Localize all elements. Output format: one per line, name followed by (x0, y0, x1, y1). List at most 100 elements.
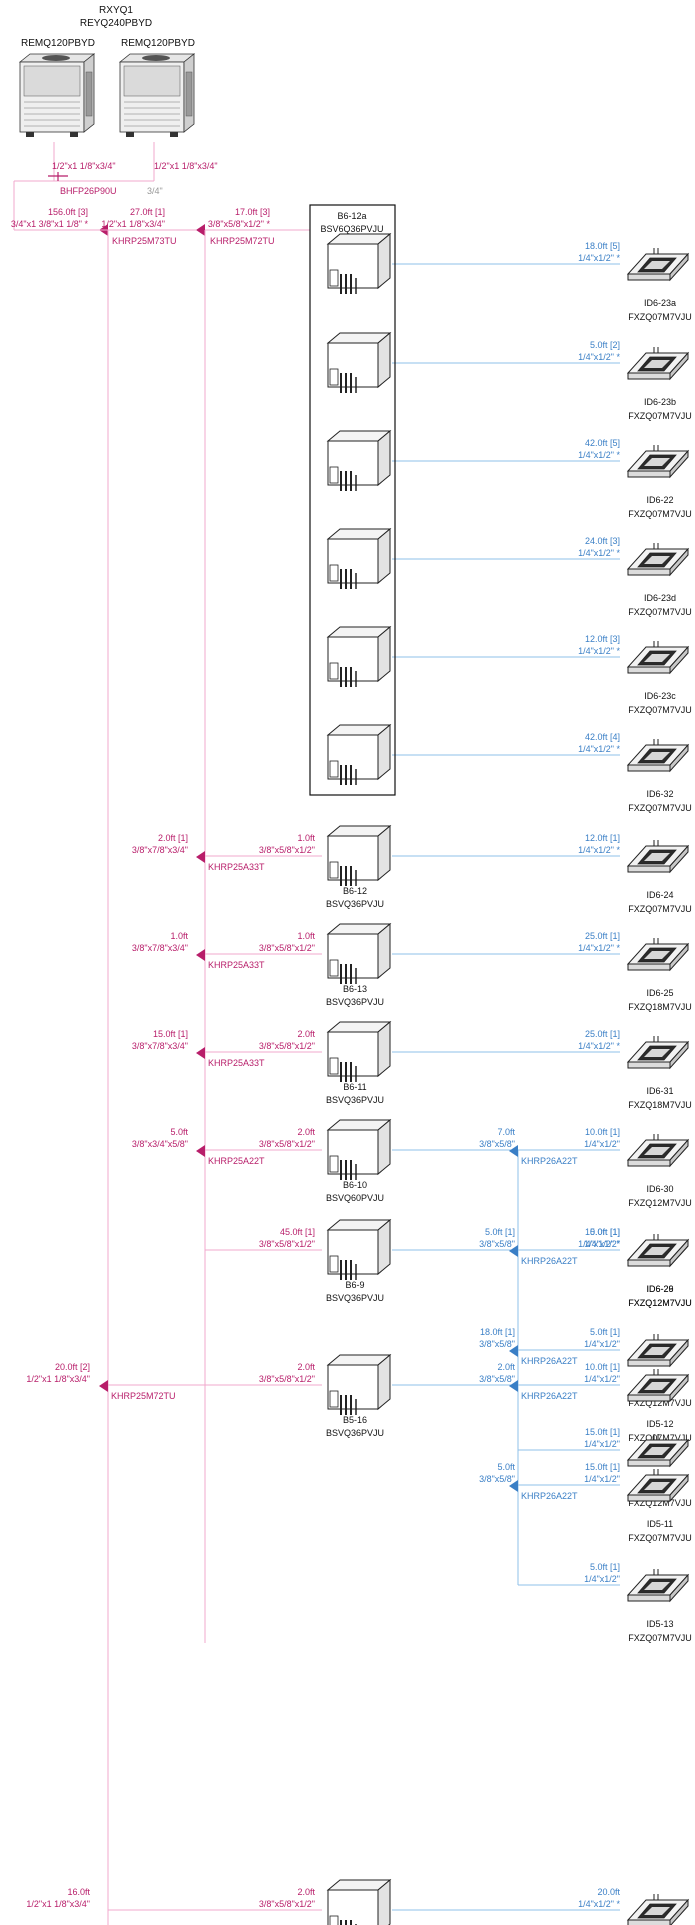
branch-2-left-length: 1.0ft (170, 931, 188, 941)
branch-3-bs-length: 2.0ft (297, 1029, 315, 1039)
indoor-unit-id6-26-pipe: 1/4"x1/2" * (578, 1239, 620, 1249)
outdoor-unit-1-icon (19, 53, 95, 138)
indoor-unit-id6-32-icon (627, 738, 689, 772)
indoor-unit-id6-26-model: FXZQ12M7VJU (628, 1298, 692, 1308)
indoor-unit-id6-23b-length: 5.0ft [2] (590, 340, 620, 350)
branch-1-bs-model: BSVQ36PVJU (326, 899, 384, 909)
indoor-unit-bottom-icon (627, 1893, 689, 1925)
branch-6-bs-name: B5-16 (343, 1415, 367, 1425)
indoor-unit-id5-13-length: 5.0ft [1] (590, 1562, 620, 1572)
indoor-unit-id6-31-icon (627, 1035, 689, 1069)
indoor-unit-id6-28-pipe: 1/4"x1/2" (584, 1339, 620, 1349)
indoor-unit-id6-31-name: ID6-31 (646, 1086, 673, 1096)
branch-3-bs-icon (327, 1021, 391, 1083)
main-branch-2-pipe: 1/2"x1 1/8"x3/4" (101, 219, 165, 229)
b6-10-group-joint-2-kit: KHRP26A22T (521, 1256, 578, 1266)
outdoor-joint-size: 3/4" (147, 186, 163, 196)
indoor-unit-id6-23b-model: FXZQ07M7VJU (628, 411, 692, 421)
indoor-unit-id6-23a-length: 18.0ft [5] (585, 241, 620, 251)
indoor-unit-id6-23d-icon (627, 542, 689, 576)
indoor-unit-id6-23a-icon (627, 247, 689, 281)
branch-3-bs-model: BSVQ36PVJU (326, 1095, 384, 1105)
indoor-unit-bottom-pipe: 1/4"x1/2" * (578, 1899, 620, 1909)
indoor-unit-id6-27-model: FXZQ12M7VJU (628, 1498, 692, 1508)
indoor-unit-id6-24-model: FXZQ07M7VJU (628, 904, 692, 914)
branch-4-bs-length: 2.0ft (297, 1127, 315, 1137)
indoor-unit-id6-28-length: 5.0ft [1] (590, 1327, 620, 1337)
outdoor-joint-kit: BHFP26P90U (60, 186, 117, 196)
indoor-unit-id6-25-name: ID6-25 (646, 988, 673, 998)
indoor-unit-id6-23d-name: ID6-23d (644, 593, 676, 603)
branch-3-kit: KHRP25A33T (208, 1058, 265, 1068)
branch-7-bs-pipe: 3/8"x5/8"x1/2" (259, 1899, 315, 1909)
branch-1-left-pipe: 3/8"x7/8"x3/4" (132, 845, 188, 855)
indoor-unit-id5-13-pipe: 1/4"x1/2" (584, 1574, 620, 1584)
main-branch-3-pipe: 3/8"x5/8"x1/2" * (208, 219, 271, 229)
indoor-unit-id6-23c-name: ID6-23c (644, 691, 676, 701)
indoor-unit-id6-23c-model: FXZQ07M7VJU (628, 705, 692, 715)
indoor-unit-id6-32-name: ID6-32 (646, 789, 673, 799)
indoor-unit-id6-25-length: 25.0ft [1] (585, 931, 620, 941)
branch-5-bs-model: BSVQ36PVJU (326, 1293, 384, 1303)
branch-2-bs-icon (327, 923, 391, 985)
b6-10-group-joint-1-length: 7.0ft (497, 1127, 515, 1137)
indoor-unit-id6-22-icon (627, 444, 689, 478)
indoor-unit-id6-29-name: ID6-29 (646, 1284, 673, 1294)
indoor-unit-id6-23a-name: ID6-23a (644, 298, 676, 308)
outdoor-unit-2-model: REMQ120PBYD (121, 38, 195, 49)
branch-2-joint (196, 949, 205, 961)
indoor-unit-id6-23a-pipe: 1/4"x1/2" * (578, 253, 620, 263)
indoor-unit-id6-24-length: 12.0ft [1] (585, 833, 620, 843)
indoor-unit-id6-27-length: 15.0ft [1] (585, 1427, 620, 1437)
branch-6-kit: KHRP25M72TU (111, 1391, 176, 1401)
indoor-unit-id6-25-pipe: 1/4"x1/2" * (578, 943, 620, 953)
indoor-unit-id6-23d-pipe: 1/4"x1/2" * (578, 548, 620, 558)
b5-16-group-joint-2 (509, 1480, 518, 1492)
branch-4-left-pipe: 3/8"x3/4"x5/8" (132, 1139, 188, 1149)
indoor-unit-id6-30-name: ID6-30 (646, 1184, 673, 1194)
equipment (309, 204, 689, 1925)
b5-16-group-joint-1-pipe: 3/8"x5/8" (479, 1374, 515, 1384)
branch-1-bs-name: B6-12 (343, 886, 367, 896)
indoor-unit-id5-13-model: FXZQ07M7VJU (628, 1633, 692, 1643)
b5-16-group-joint-1 (509, 1380, 518, 1392)
indoor-unit-id6-22-model: FXZQ07M7VJU (628, 509, 692, 519)
multi-bs-port-1-icon (327, 233, 391, 295)
branch-5-bs-pipe: 3/8"x5/8"x1/2" (259, 1239, 315, 1249)
indoor-unit-id6-23d-model: FXZQ07M7VJU (628, 607, 692, 617)
indoor-unit-id6-29-length: 5.0ft [1] (590, 1227, 620, 1237)
branch-5-bs-name: B6-9 (345, 1280, 364, 1290)
indoor-unit-id6-32-pipe: 1/4"x1/2" * (578, 744, 620, 754)
indoor-unit-id6-22-length: 42.0ft [5] (585, 438, 620, 448)
indoor-unit-id6-31-model: FXZQ18M7VJU (628, 1100, 692, 1110)
main-branch-2-joint (196, 224, 205, 236)
branch-2-bs-name: B6-13 (343, 984, 367, 994)
indoor-unit-id6-25-icon (627, 937, 689, 971)
indoor-unit-id6-23b-pipe: 1/4"x1/2" * (578, 352, 620, 362)
b6-10-group-joint-2-length: 5.0ft [1] (485, 1227, 515, 1237)
branch-1-bs-length: 1.0ft (297, 833, 315, 843)
b5-16-group-joint-2-kit: KHRP26A22T (521, 1491, 578, 1501)
indoor-unit-id6-23c-icon (627, 640, 689, 674)
branch-4-joint (196, 1145, 205, 1157)
branch-6-bs-length: 2.0ft (297, 1362, 315, 1372)
indoor-unit-id6-29-icon (627, 1233, 689, 1267)
branch-1-kit: KHRP25A33T (208, 862, 265, 872)
indoor-unit-id6-23b-name: ID6-23b (644, 397, 676, 407)
branch-7-left-pipe: 1/2"x1 1/8"x3/4" (26, 1899, 90, 1909)
branch-1-bs-icon (327, 825, 391, 887)
b6-10-group-joint-2-pipe: 3/8"x5/8" (479, 1239, 515, 1249)
multi-bs-port-2-icon (327, 332, 391, 394)
indoor-unit-id6-27-pipe: 1/4"x1/2" (584, 1439, 620, 1449)
indoor-unit-id6-23d-length: 24.0ft [3] (585, 536, 620, 546)
pipe-labels: 1/2"x1 1/8"x3/4" 1/2"x1 1/8"x3/4" BHFP26P9… (11, 161, 692, 1909)
branch-1-left-length: 2.0ft [1] (158, 833, 188, 843)
main-branch-3-kit: KHRP25M72TU (210, 236, 275, 246)
b5-16-group-joint-2-pipe: 3/8"x5/8" (479, 1474, 515, 1484)
branch-4-bs-model: BSVQ60PVJU (326, 1193, 384, 1203)
branch-2-left-pipe: 3/8"x7/8"x3/4" (132, 943, 188, 953)
indoor-unit-id5-12-model: FXZQ07M7VJU (628, 1433, 692, 1443)
pipe-network (13, 142, 620, 1925)
multi-bs-frame (309, 204, 396, 796)
